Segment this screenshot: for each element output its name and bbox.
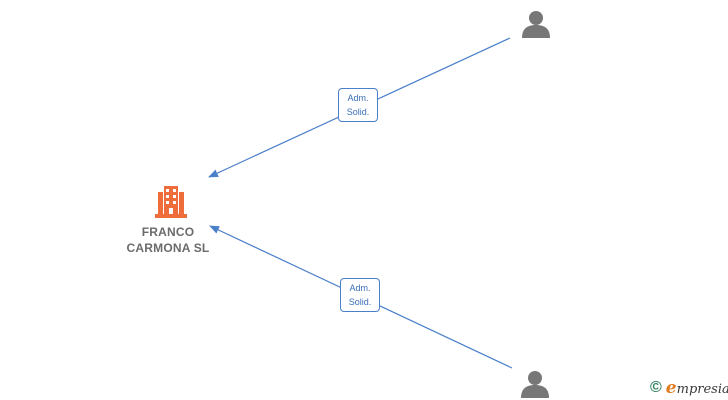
- brand-rest: mpresia: [676, 382, 728, 397]
- company-name[interactable]: FRANCO CARMONA SL: [108, 224, 228, 256]
- relation-label-top: Adm. Solid.: [338, 88, 378, 122]
- person-icon[interactable]: [521, 371, 549, 398]
- relation-label-bottom: Adm. Solid.: [340, 278, 380, 312]
- brand-initial: e: [665, 378, 677, 398]
- copyright-symbol: ©: [650, 379, 662, 396]
- brand-name: empresia: [666, 378, 728, 398]
- brand-logo: © empresia: [650, 378, 728, 398]
- company-name-line2: CARMONA SL: [126, 241, 210, 255]
- person-icon[interactable]: [522, 11, 550, 38]
- relation-label-line2: Solid.: [348, 297, 372, 307]
- company-name-line1: FRANCO: [141, 225, 195, 239]
- relation-label-line1: Adm.: [349, 283, 371, 293]
- building-icon[interactable]: [155, 186, 187, 218]
- relation-label-line1: Adm.: [347, 93, 369, 103]
- relation-label-line2: Solid.: [346, 107, 370, 117]
